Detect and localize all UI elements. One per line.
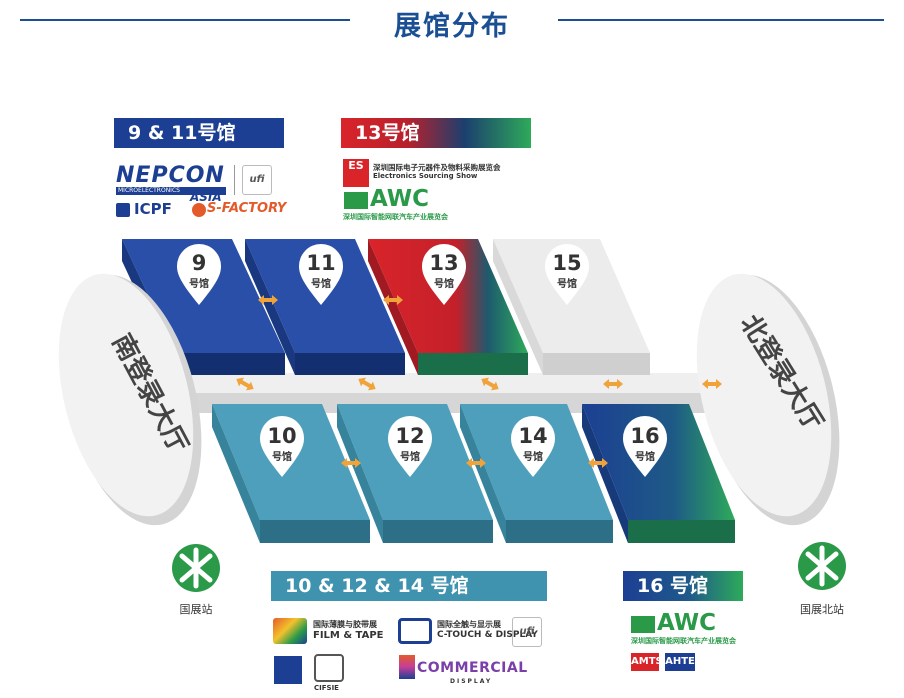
svg-text:号馆: 号馆 <box>434 277 454 290</box>
film-tape-cn: 国际薄膜与胶带展 <box>313 620 377 629</box>
ahte-logo: AHTE <box>665 653 695 671</box>
page-title: 展馆分布 <box>394 11 510 42</box>
label-hall-10-12-14: 10 & 12 & 14 号馆 <box>271 571 547 601</box>
arrow-corridor-2-icon <box>358 377 376 391</box>
label-hall-13: 13号馆 <box>341 118 531 148</box>
awc-emblem-2-icon <box>631 616 655 633</box>
cifsie-emblem-icon <box>314 654 344 682</box>
svg-text:号馆: 号馆 <box>400 450 420 463</box>
title-line-left <box>20 19 350 21</box>
pin-hall-10[interactable]: 10 号馆 <box>260 416 304 477</box>
icpf-logo: ICPF <box>134 200 172 218</box>
title-line-right <box>558 19 884 21</box>
metro-west-icon <box>172 544 220 592</box>
cifsie-logo: CIFSIE <box>314 684 339 692</box>
svg-text:号馆: 号馆 <box>635 450 655 463</box>
label-hall-9-11: 9 & 11号馆 <box>114 118 284 148</box>
svg-text:13: 13 <box>429 251 458 275</box>
awc-sub-2: 深圳国际智能网联汽车产业展览会 <box>631 637 736 645</box>
svg-text:15: 15 <box>552 251 581 275</box>
north-lobby <box>696 273 840 526</box>
commercial-sub: DISPLAY <box>450 678 493 685</box>
ufi-logo: ufi <box>242 165 272 195</box>
awc-logo: AWC <box>370 186 430 212</box>
svg-text:号馆: 号馆 <box>311 277 331 290</box>
awc-logo-2: AWC <box>657 610 717 636</box>
south-lobby <box>58 273 202 526</box>
svg-text:16: 16 <box>630 424 659 448</box>
exhibitor-emblem-icon <box>274 656 302 684</box>
commercial-logo: COMMERCIAL <box>417 660 528 676</box>
label-hall-16: 16 号馆 <box>623 571 743 601</box>
pin-hall-13[interactable]: 13 号馆 <box>422 244 466 305</box>
connector-arrows <box>236 295 722 468</box>
svg-text:号馆: 号馆 <box>189 277 209 290</box>
nepcon-logo: NEPCON MICROELECTRONICS ASIA <box>116 163 226 204</box>
pin-hall-9[interactable]: 9 号馆 <box>177 244 221 305</box>
station-west: 国展站 <box>179 603 213 616</box>
pin-hall-16[interactable]: 16 号馆 <box>623 416 667 477</box>
station-east: 国展北站 <box>800 603 844 616</box>
es-show-cn: 深圳国际电子元器件及物料采购展览会 <box>373 163 501 172</box>
arrow-corridor-1-icon <box>236 377 254 391</box>
svg-text:号馆: 号馆 <box>272 450 292 463</box>
arrow-12-14-icon <box>466 458 486 468</box>
svg-text:11: 11 <box>306 251 335 275</box>
film-tape-en: FILM & TAPE <box>313 630 384 641</box>
pin-hall-14[interactable]: 14 号馆 <box>511 416 555 477</box>
arrow-corridor-4-icon <box>603 379 623 389</box>
metro-east-icon <box>798 542 846 590</box>
arrow-14-16-icon <box>588 458 608 468</box>
pin-hall-15[interactable]: 15 号馆 <box>545 244 589 305</box>
arrow-9-11-icon <box>258 295 278 305</box>
arrow-corridor-5-icon <box>702 379 722 389</box>
svg-text:10: 10 <box>267 424 296 448</box>
es-show-en: Electronics Sourcing Show <box>373 172 478 180</box>
sfactory-logo: S-FACTORY <box>207 201 287 216</box>
commercial-emblem-icon <box>399 655 415 679</box>
svg-text:14: 14 <box>518 424 547 448</box>
film-tape-icon <box>273 618 307 644</box>
svg-text:号馆: 号馆 <box>523 450 543 463</box>
hall-16-block <box>582 404 735 543</box>
arrow-10-12-icon <box>341 458 361 468</box>
svg-text:号馆: 号馆 <box>557 277 577 290</box>
ctouch-cn: 国际全触与显示展 <box>437 620 501 629</box>
arrow-corridor-3-icon <box>481 377 499 391</box>
ctouch-en: C-TOUCH & DISPLAY <box>437 630 538 640</box>
svg-text:12: 12 <box>395 424 424 448</box>
ctouch-icon <box>398 618 432 644</box>
sfactory-emblem-icon <box>192 203 206 217</box>
arrow-11-13-icon <box>383 295 403 305</box>
awc-emblem-icon <box>344 192 368 209</box>
awc-sub: 深圳国际智能网联汽车产业展览会 <box>343 213 448 221</box>
svg-text:9: 9 <box>192 251 207 275</box>
amts-logo: AMTS <box>631 653 663 671</box>
ufi-logo-2: ufi <box>512 617 542 647</box>
pin-hall-12[interactable]: 12 号馆 <box>388 416 432 477</box>
icpf-emblem-icon <box>116 203 130 217</box>
logo-divider <box>234 165 235 195</box>
es-show-logo-icon: ES <box>343 159 369 187</box>
pin-hall-11[interactable]: 11 号馆 <box>299 244 343 305</box>
